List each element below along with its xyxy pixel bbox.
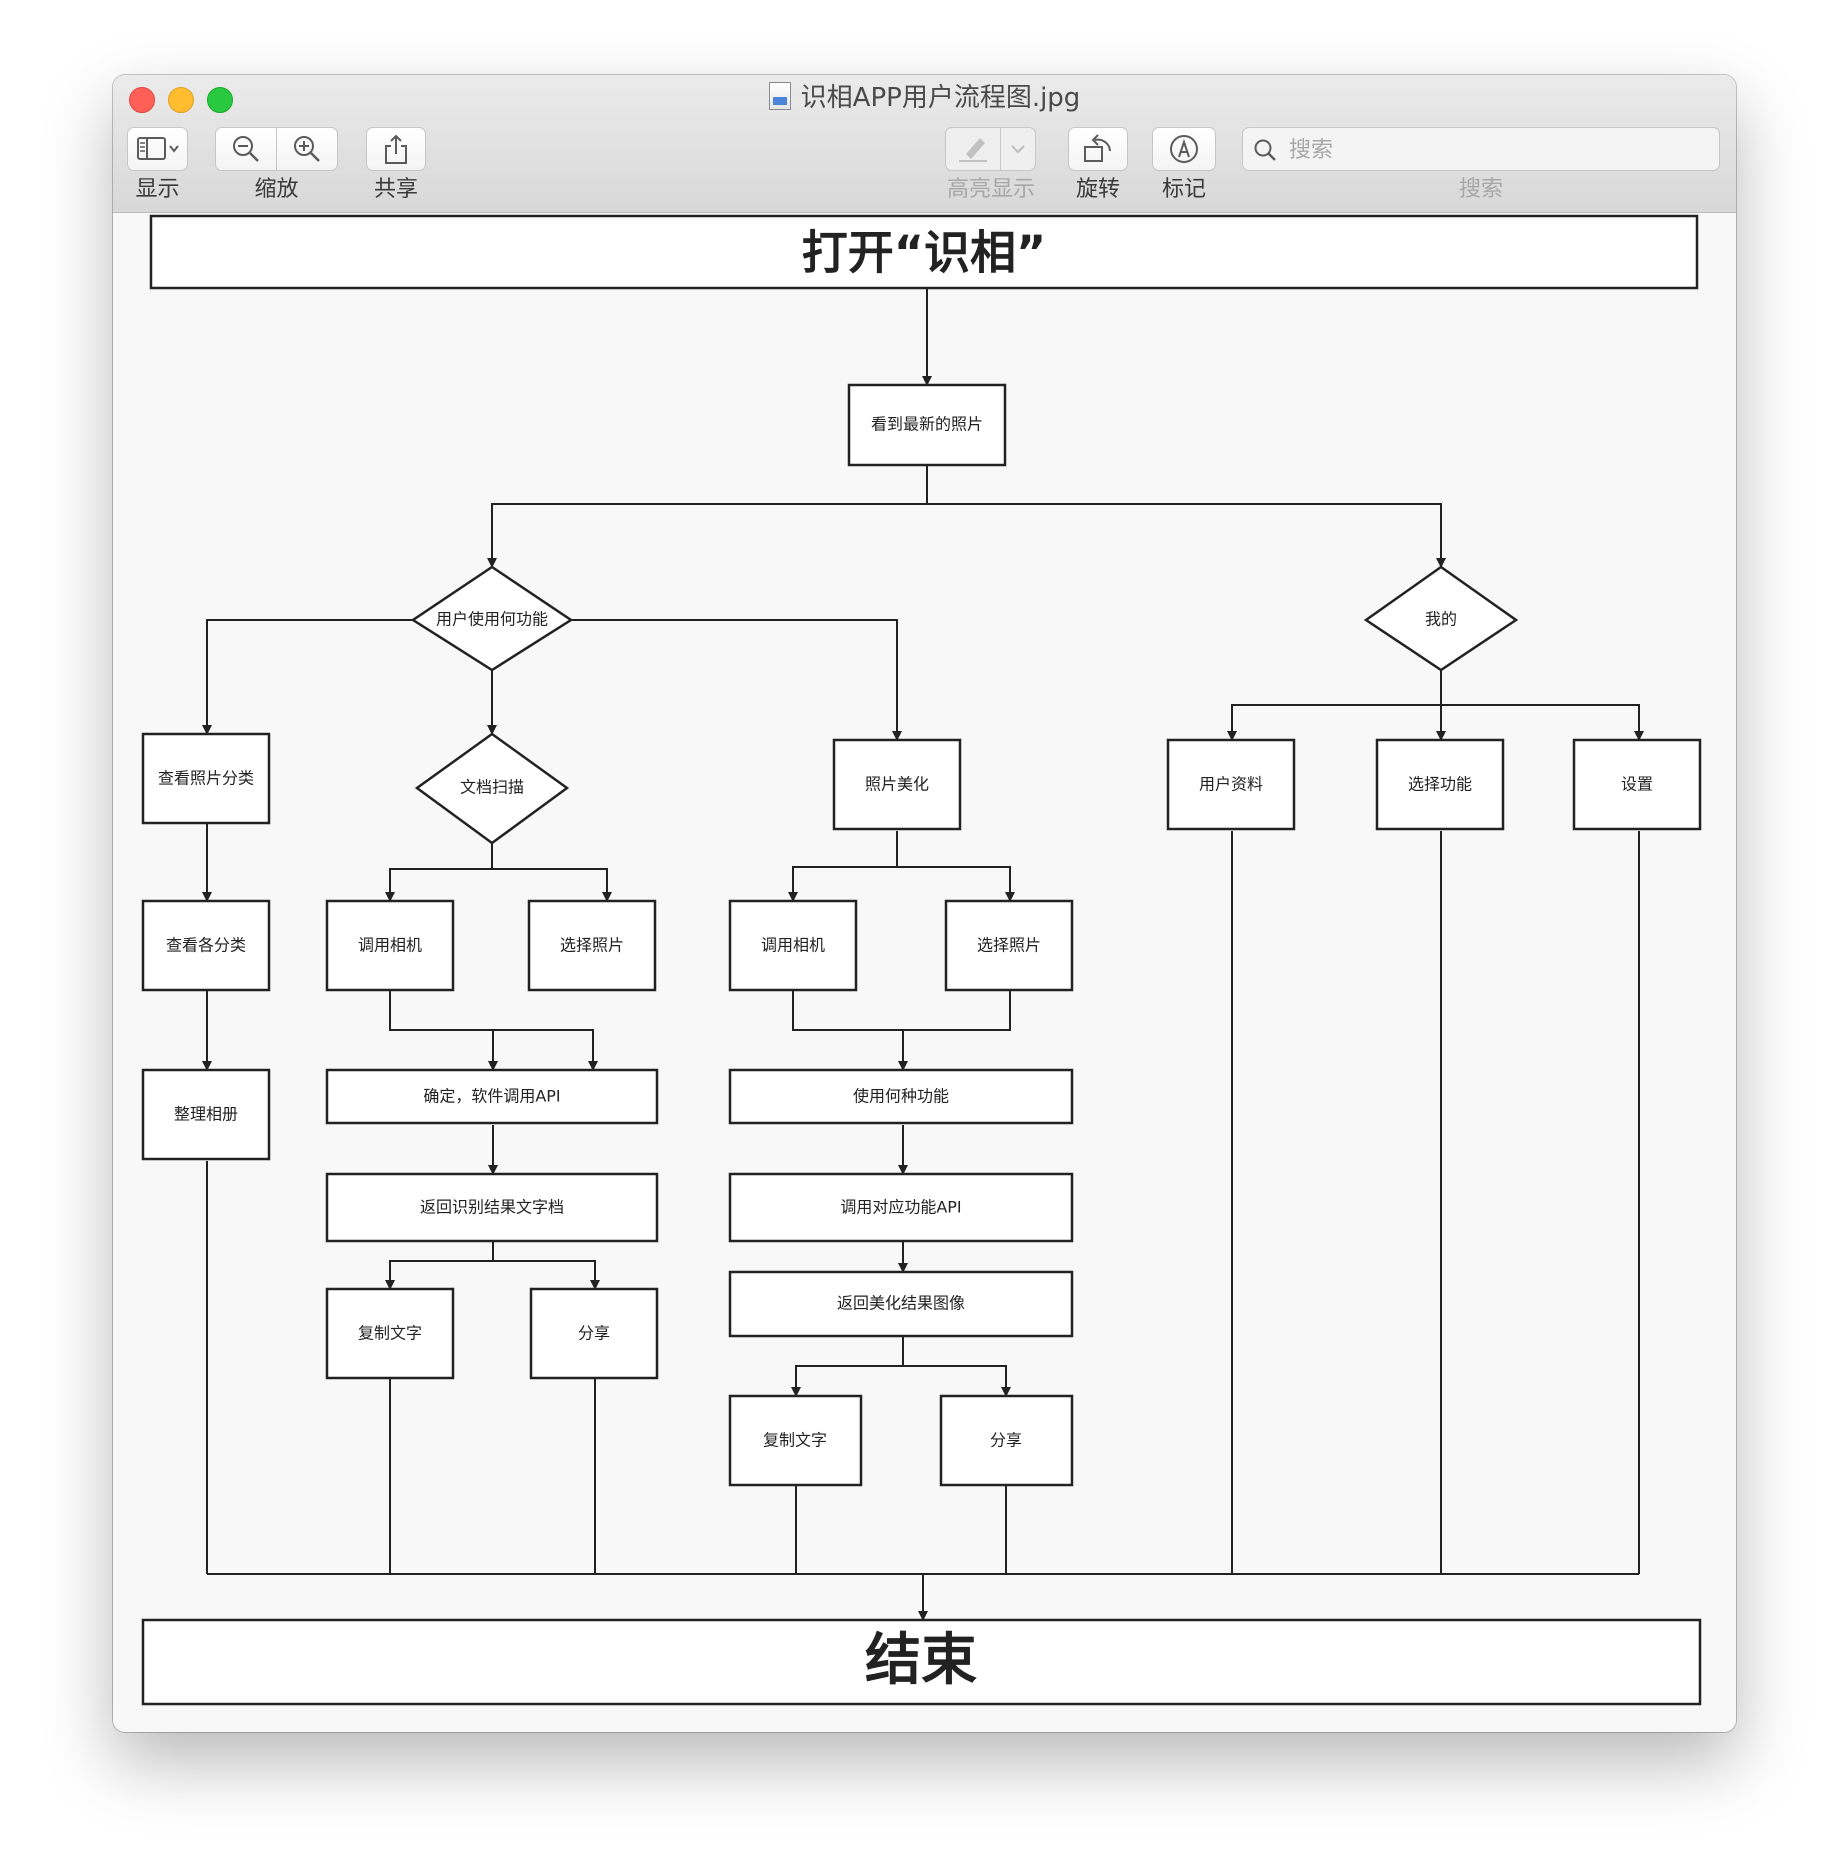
search-field[interactable]: [1242, 127, 1720, 171]
beautify-return-image-box: [728, 1270, 1074, 1338]
scan-call-camera-box: [325, 899, 455, 992]
display-button[interactable]: [127, 127, 188, 171]
beautify-which-function-label: 使用何种功能: [853, 1087, 949, 1106]
highlight-menu-button[interactable]: [1000, 127, 1036, 171]
beautify-choose-photo-box: [944, 899, 1074, 992]
scan-call-camera-label: 调用相机: [358, 936, 422, 955]
view-categories-label: 查看照片分类: [158, 769, 254, 788]
beautify-share-box: [939, 1394, 1074, 1487]
zoom-label: 缩放: [254, 177, 299, 202]
mine-decision-label: 我的: [1425, 610, 1457, 629]
start-box: [149, 214, 1699, 290]
latest-photos-label: 看到最新的照片: [871, 415, 983, 434]
settings-box: [1572, 738, 1702, 831]
search-icon: [1254, 139, 1276, 161]
share-label: 共享: [373, 177, 418, 202]
sidebar-icon: [136, 137, 179, 160]
scan-share-label: 分享: [578, 1324, 610, 1343]
doc-scan-label: 文档扫描: [460, 778, 524, 797]
latest-photos-box: [847, 383, 1007, 467]
scan-choose-photo-label: 选择照片: [560, 936, 624, 955]
organize-album-label: 整理相册: [174, 1105, 238, 1124]
search-input[interactable]: [1287, 132, 1711, 168]
beautify-choose-photo-label: 选择照片: [977, 936, 1041, 955]
share-icon: [385, 134, 407, 164]
markup-label: 标记: [1161, 177, 1206, 202]
function-decision-shape: [410, 565, 574, 672]
settings-label: 设置: [1621, 775, 1653, 794]
preview-window: 识相APP用户流程图.jpg 显示: [113, 75, 1736, 1732]
beautify-call-api-box: [728, 1172, 1074, 1243]
rotate-button[interactable]: [1068, 127, 1128, 171]
beautify-box: [832, 738, 962, 831]
beautify-call-camera-label: 调用相机: [761, 936, 825, 955]
markup-pen-icon: [1170, 135, 1198, 163]
end-box: [141, 1618, 1702, 1706]
beautify-which-function-box: [728, 1068, 1074, 1125]
choose-function-label: 选择功能: [1408, 775, 1472, 794]
zoom-out-button[interactable]: [215, 127, 277, 171]
rotate-icon: [1084, 134, 1111, 162]
highlighter-icon: [959, 138, 987, 162]
user-profile-box: [1166, 738, 1296, 831]
organize-album-box: [141, 1068, 271, 1161]
beautify-label: 照片美化: [865, 775, 929, 794]
title-bar: 识相APP用户流程图.jpg 显示: [113, 75, 1736, 213]
scan-copy-text-box: [325, 1287, 455, 1380]
view-each-category-label: 查看各分类: [166, 936, 246, 955]
scan-return-text-box: [325, 1172, 659, 1243]
scan-return-text-label: 返回识别结果文字档: [420, 1198, 564, 1217]
markup-button[interactable]: [1152, 127, 1216, 171]
function-decision-label: 用户使用何功能: [436, 610, 548, 629]
display-label: 显示: [135, 177, 180, 202]
choose-function-box: [1375, 738, 1505, 831]
jpg-file-icon: [768, 82, 791, 110]
window-title-text: 识相APP用户流程图.jpg: [800, 83, 1081, 113]
rotate-label: 旋转: [1075, 177, 1120, 202]
zoom-in-icon: [294, 136, 320, 162]
scan-confirm-label: 确定，软件调用API: [423, 1087, 560, 1106]
chevron-down-icon: [1011, 145, 1025, 154]
beautify-share-label: 分享: [990, 1431, 1022, 1450]
scan-copy-text-label: 复制文字: [358, 1324, 422, 1343]
zoom-out-icon: [233, 136, 259, 162]
highlight-button[interactable]: [945, 127, 1001, 171]
view-categories-box: [141, 732, 271, 825]
zoom-window-button[interactable]: [207, 87, 233, 113]
beautify-copy-text-box: [728, 1394, 863, 1487]
search-label: 搜索: [1458, 177, 1503, 202]
window-title: 识相APP用户流程图.jpg: [113, 81, 1736, 115]
beautify-call-camera-box: [728, 899, 858, 992]
image-content: 打开“识相” 看到最新的照片 用户使用何功能 我的 查看照片分类 文档扫描 照片…: [113, 213, 1736, 1732]
scan-confirm-box: [325, 1068, 659, 1125]
minimize-button[interactable]: [168, 87, 194, 113]
doc-scan-shape: [414, 732, 570, 845]
end-label: 结束: [865, 1628, 977, 1693]
beautify-return-image-label: 返回美化结果图像: [837, 1294, 965, 1313]
view-each-category-box: [141, 899, 271, 992]
zoom-in-button[interactable]: [276, 127, 338, 171]
close-button[interactable]: [129, 87, 155, 113]
share-button[interactable]: [366, 127, 426, 171]
scan-share-box: [529, 1287, 659, 1380]
scan-choose-photo-box: [527, 899, 657, 992]
user-profile-label: 用户资料: [1199, 775, 1263, 794]
start-label: 打开“识相”: [802, 226, 1046, 280]
flowchart-diagram: 打开“识相” 看到最新的照片 用户使用何功能 我的 查看照片分类 文档扫描 照片…: [141, 214, 1702, 1706]
beautify-call-api-label: 调用对应功能API: [840, 1198, 961, 1217]
beautify-copy-text-label: 复制文字: [763, 1431, 827, 1450]
mine-decision-shape: [1363, 565, 1519, 672]
highlight-label: 高亮显示: [946, 177, 1035, 202]
